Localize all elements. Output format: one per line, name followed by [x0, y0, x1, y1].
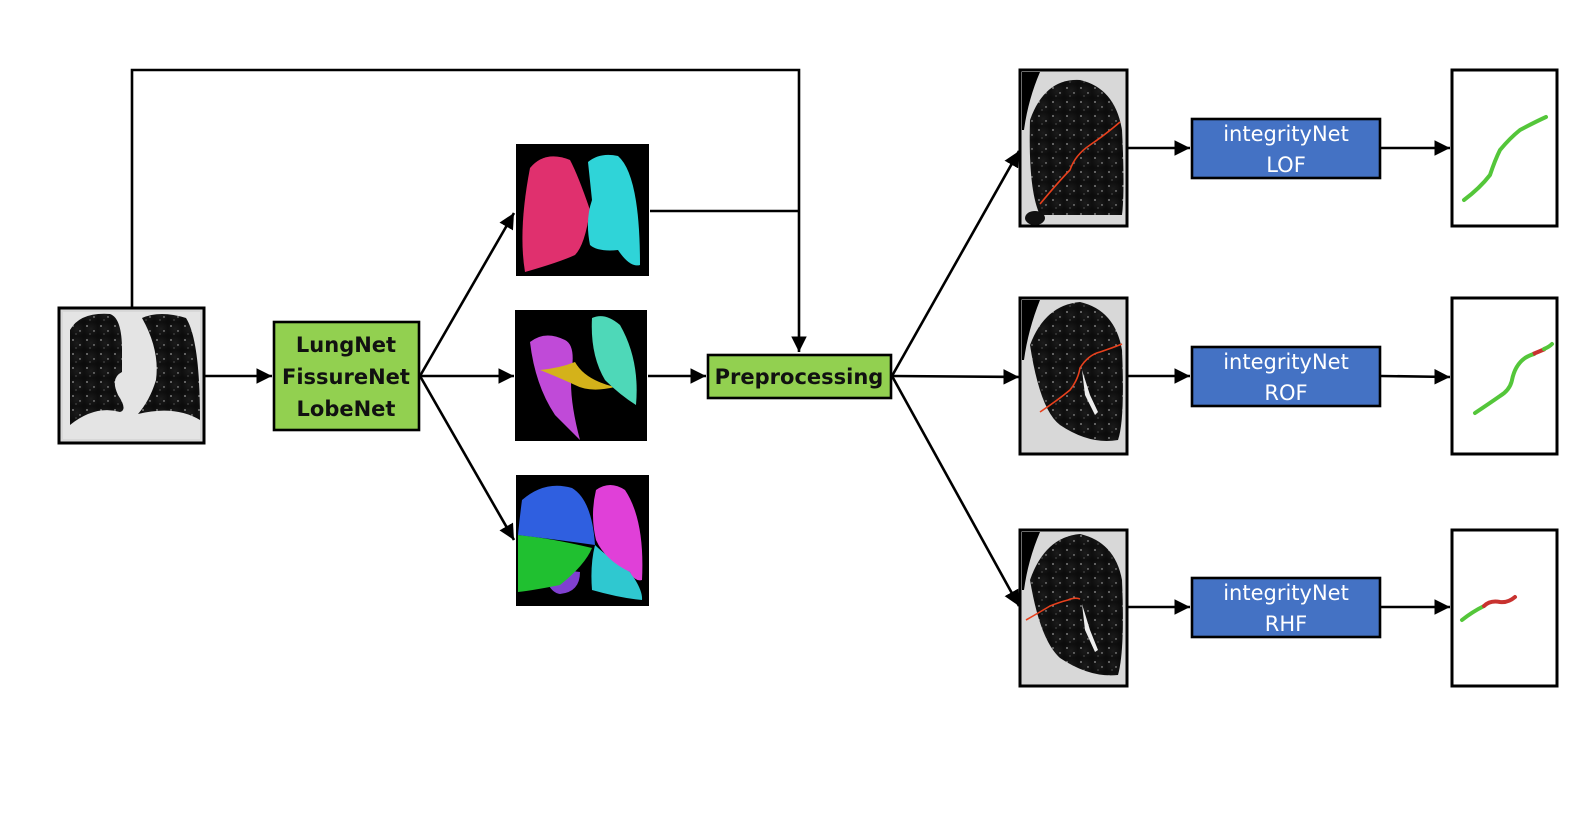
- lof-integrity-output: [1450, 68, 1559, 228]
- left-upper-lobe: [593, 485, 643, 581]
- lungnet-label: LungNet: [296, 333, 396, 357]
- right-oblique-fissure-trace: [1039, 343, 1123, 413]
- intact-fissure-segment: [1462, 115, 1548, 202]
- left-oblique-fissure-trace: [1039, 121, 1121, 205]
- intact-fissure-segment: [1460, 604, 1486, 622]
- branch-rhf: integrityNet RHF: [1018, 528, 1559, 688]
- integritynet-rof-box: integrityNet ROF: [1190, 345, 1382, 408]
- integritynet-rof-subtitle: ROF: [1264, 381, 1307, 405]
- lung-parenchyma: [1030, 534, 1123, 676]
- lung-parenchyma: [1029, 79, 1124, 215]
- fissure-segmentation-render: [515, 310, 647, 441]
- rof-integrity-output: [1450, 296, 1559, 456]
- right-horizontal-fissure: [540, 362, 615, 390]
- connectors: [130, 68, 1451, 615]
- rof-net-to-output-arrow: [1380, 368, 1451, 385]
- right-horizontal-fissure-trace: [1025, 597, 1081, 621]
- left-oblique-fissure: [530, 335, 580, 440]
- left-lung-shape: [138, 314, 200, 420]
- middle-lobe: [518, 535, 592, 592]
- integritynet-rhf-subtitle: RHF: [1265, 612, 1307, 636]
- left-lower-lobe: [591, 545, 643, 600]
- intact-fissure-segment: [1542, 342, 1554, 351]
- branch-rof: integrityNet ROF: [1018, 296, 1559, 456]
- right-lung-shape: [70, 313, 124, 425]
- upper-lobe: [518, 485, 595, 545]
- rof-sagittal-ct: [1018, 296, 1129, 456]
- preprocess-to-lof-arrow: [890, 150, 1021, 377]
- integritynet-rof-title: integrityNet: [1223, 350, 1349, 374]
- right-lung-mask: [522, 156, 590, 272]
- integritynet-lof-subtitle: LOF: [1266, 153, 1306, 177]
- preprocess-to-rhf-arrow: [890, 375, 1021, 607]
- lobenet-label: LobeNet: [297, 397, 396, 421]
- preprocessing-label: Preprocessing: [715, 365, 884, 389]
- left-lung-mask: [587, 154, 640, 266]
- right-oblique-fissure: [591, 316, 637, 405]
- rhf-sagittal-ct: [1018, 528, 1129, 688]
- lung-segmentation-render: [516, 144, 649, 276]
- incomplete-fissure-segment: [1482, 595, 1517, 608]
- lof-sagittal-ct: [1018, 68, 1129, 228]
- intact-fissure-segment: [1473, 352, 1536, 415]
- input-ct-image: [57, 306, 206, 445]
- fissurenet-label: FissureNet: [282, 365, 410, 389]
- lobe-segmentation-render: [516, 475, 649, 606]
- integritynet-rhf-title: integrityNet: [1223, 581, 1349, 605]
- lung-parenchyma: [1030, 302, 1123, 441]
- integritynet-lof-title: integrityNet: [1223, 122, 1349, 146]
- segnet-to-lung-arrow: [418, 212, 516, 377]
- segmentation-networks-box: LungNet FissureNet LobeNet: [272, 320, 421, 432]
- rhf-integrity-output: [1450, 528, 1559, 688]
- preprocess-to-rof-arrow: [891, 369, 1020, 385]
- branch-lof: integrityNet LOF: [1018, 68, 1559, 228]
- integritynet-lof-box: integrityNet LOF: [1190, 117, 1382, 180]
- segnet-to-lobe-arrow: [418, 375, 516, 541]
- integritynet-rhf-box: integrityNet RHF: [1190, 576, 1382, 639]
- preprocessing-box: Preprocessing: [706, 353, 893, 400]
